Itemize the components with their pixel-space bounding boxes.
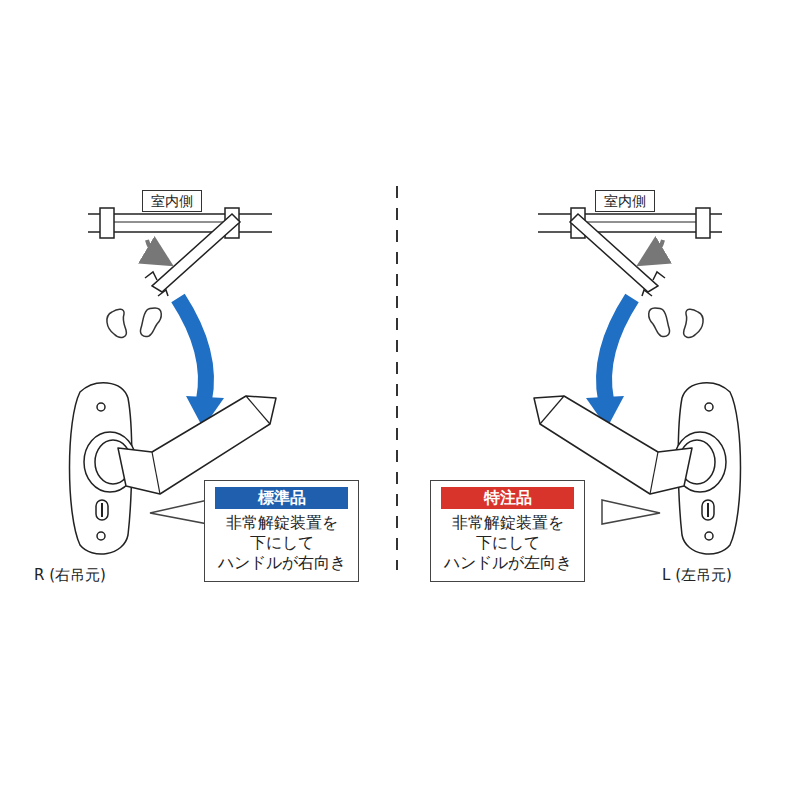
callout-heading: 標準品: [215, 487, 348, 509]
tag-text: 室内側: [604, 193, 646, 209]
hinge-label: L (左吊元): [662, 566, 732, 585]
callout-heading: 特注品: [441, 487, 574, 509]
callout-box: 標準品非常解錠装置を 下にして ハンドルが右向き: [204, 480, 359, 582]
callout-box: 特注品非常解錠装置を 下にして ハンドルが左向き: [430, 480, 585, 582]
side-tag: 室内側: [142, 190, 202, 212]
side-tag: 室内側: [595, 190, 655, 212]
hinge-label: R (右吊元): [34, 566, 106, 585]
callout-text: 非常解錠装置を 下にして ハンドルが右向き: [215, 513, 348, 573]
callout-text: 非常解錠装置を 下にして ハンドルが左向き: [441, 513, 574, 573]
tag-text: 室内側: [151, 193, 193, 209]
